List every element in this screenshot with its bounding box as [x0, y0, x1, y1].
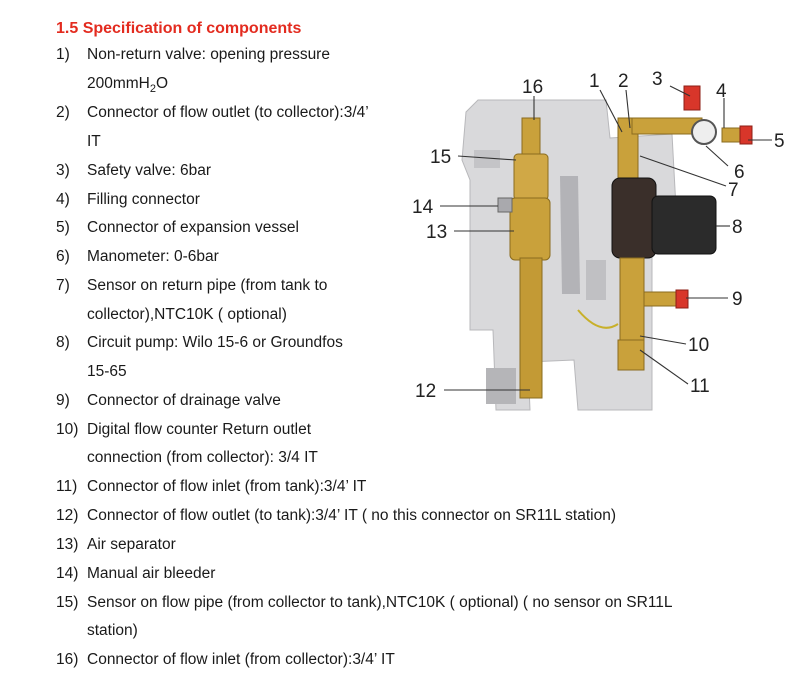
list-number: 2)	[56, 104, 70, 121]
formula-base: 200mmH	[87, 75, 150, 92]
list-number: 14)	[56, 565, 79, 582]
list-item-text: connection (from collector): 3/4 IT	[87, 449, 318, 466]
section-title: 1.5 Specification of components	[56, 20, 302, 37]
callout-leaders	[440, 85, 772, 391]
list-number: 1)	[56, 46, 70, 63]
list-number: 4)	[56, 191, 70, 208]
safety-valve-icon	[683, 85, 701, 111]
list-item-text: Connector of flow outlet (to tank):3/4’ …	[87, 507, 616, 524]
list-item-text: IT	[87, 133, 101, 150]
list-item-text: Safety valve: 6bar	[87, 162, 212, 179]
callout-2: 2	[618, 71, 629, 92]
list-item-text: Non-return valve: opening pressure	[87, 46, 330, 63]
list-item-text: Sensor on flow pipe (from collector to t…	[87, 594, 673, 611]
list-number: 8)	[56, 334, 70, 351]
callout-6: 6	[734, 162, 745, 183]
list-number: 13)	[56, 536, 79, 553]
manometer-icon	[691, 119, 717, 145]
callout-5: 5	[774, 131, 785, 152]
callout-13: 13	[426, 222, 447, 243]
list-number: 5)	[56, 219, 70, 236]
list-item-text: collector),NTC10K ( optional)	[87, 306, 287, 323]
list-item-text: Manometer: 0-6bar	[87, 248, 219, 265]
callout-15: 15	[430, 147, 451, 168]
list-number: 7)	[56, 277, 70, 294]
callout-7: 7	[728, 180, 739, 201]
list-item-text: 15-65	[87, 363, 127, 380]
callout-14: 14	[412, 197, 434, 218]
list-number: 12)	[56, 507, 79, 524]
list-item-text: Connector of flow inlet (from collector)…	[87, 651, 395, 668]
insulation-shell	[461, 99, 677, 411]
list-number: 11)	[56, 478, 78, 495]
callout-16: 16	[522, 77, 543, 98]
list-item-text: Digital flow counter Return outlet	[87, 421, 312, 438]
return-pipe-assembly	[577, 85, 753, 371]
list-item-text: station)	[87, 622, 138, 639]
flow-pipe-assembly	[497, 117, 551, 399]
list-number: 3)	[56, 162, 70, 179]
callout-1: 1	[589, 71, 600, 92]
list-item-text: Filling connector	[87, 191, 200, 208]
formula-end: O	[156, 75, 169, 92]
list-item-text: Connector of flow outlet (to collector):…	[87, 104, 369, 121]
list-number: 9)	[56, 392, 70, 409]
list-item-text: Connector of flow inlet (from tank):3/4’…	[87, 478, 367, 495]
list-number: 16)	[56, 651, 79, 668]
pump-body	[611, 177, 657, 259]
list-item-text: Circuit pump: Wilo 15-6 or Groundfos	[87, 334, 343, 351]
list-number: 15)	[56, 594, 79, 611]
callout-12: 12	[415, 381, 436, 402]
list-item-text: Connector of drainage valve	[87, 392, 281, 409]
callout-labels: 1 2 3 4 5 6 7 8 9 10 11 12 13 14 15 16	[412, 69, 785, 402]
callout-8: 8	[732, 217, 743, 238]
pump-motor-icon	[651, 195, 717, 255]
list-item-text: Air separator	[87, 536, 176, 553]
list-item-text-formula: 200mmH2O	[87, 75, 168, 95]
list-item-text: Sensor on return pipe (from tank to	[87, 277, 328, 294]
list-item-text: Connector of expansion vessel	[87, 219, 299, 236]
formula-subscript: 2	[149, 83, 157, 96]
callout-10: 10	[688, 335, 709, 356]
list-number: 10)	[56, 421, 79, 438]
callout-4: 4	[716, 81, 727, 102]
list-item-text: Manual air bleeder	[87, 565, 216, 582]
callout-3: 3	[652, 69, 663, 90]
callout-11: 11	[690, 376, 710, 397]
list-number: 6)	[56, 248, 70, 265]
callout-9: 9	[732, 289, 743, 310]
